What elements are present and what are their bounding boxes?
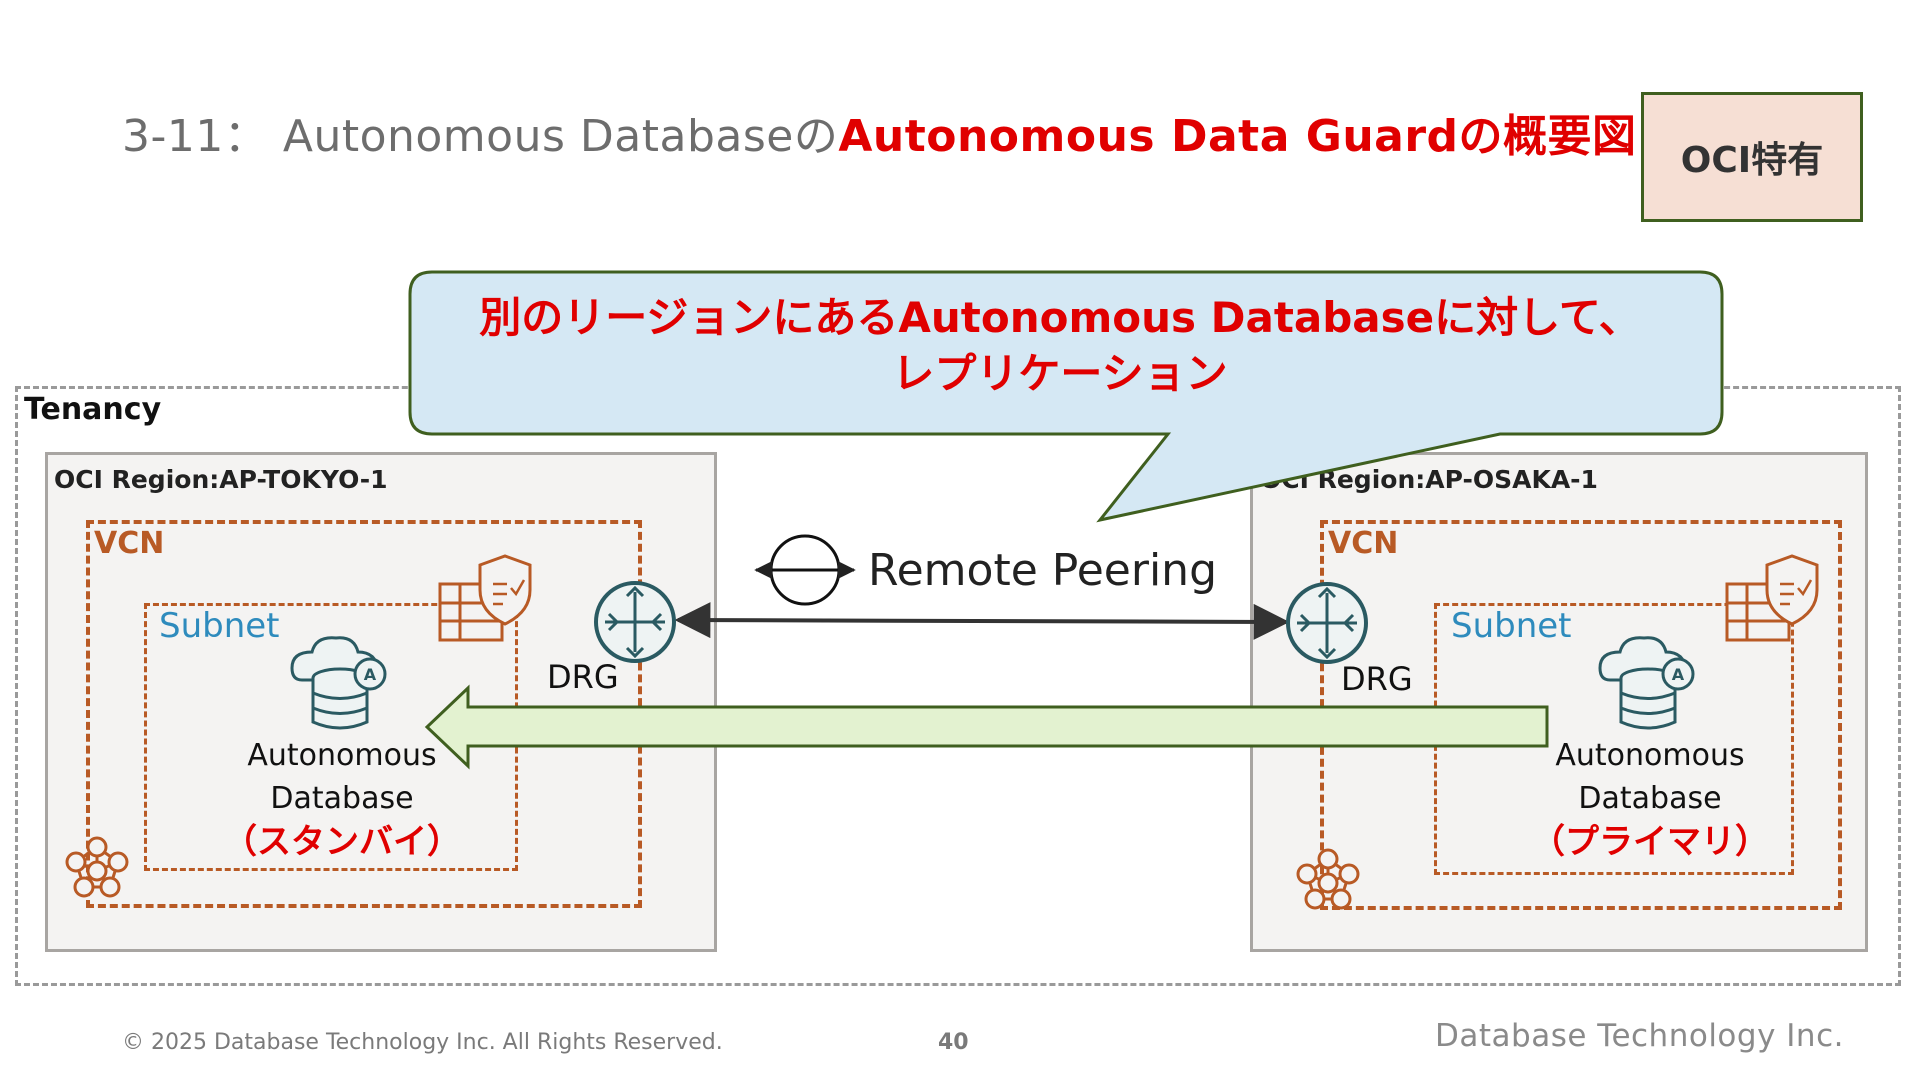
title-prefix: 3-11： Autonomous Databaseの: [122, 111, 839, 162]
callout-text: 別のリージョンにあるAutonomous Databaseに対して、 レプリケー…: [410, 290, 1710, 402]
db-tokyo-label: Autonomous Database: [222, 734, 462, 820]
tenancy-label: Tenancy: [24, 392, 162, 427]
callout-line1: 別のリージョンにあるAutonomous Databaseに対して、: [479, 293, 1641, 342]
slide-title: 3-11： Autonomous DatabaseのAutonomous Dat…: [122, 100, 1680, 164]
replication-arrow: [424, 684, 1549, 770]
router-icon: [594, 581, 676, 663]
security-list-icon: [438, 554, 532, 642]
vcn-osaka-label: VCN: [1328, 526, 1399, 561]
svg-text:A: A: [364, 665, 377, 684]
callout-line2: レプリケーション: [892, 349, 1228, 398]
page-number: 40: [938, 1030, 969, 1055]
db-osaka-line2: Database: [1578, 781, 1722, 816]
db-osaka-label: Autonomous Database: [1530, 734, 1770, 820]
footer-copyright: © 2025 Database Technology Inc. All Righ…: [122, 1030, 723, 1055]
autonomous-database-icon: A: [290, 636, 387, 730]
remote-peering-label: Remote Peering: [868, 545, 1217, 596]
security-list-icon: [1725, 554, 1819, 642]
callout-bubble: [408, 270, 1724, 523]
svg-text:A: A: [1672, 665, 1685, 684]
vcn-tokyo-label: VCN: [94, 526, 165, 561]
title-highlight: Autonomous Data Guardの概要図: [838, 111, 1637, 162]
region-tokyo-label: OCI Region:AP-TOKYO-1: [54, 465, 388, 494]
vcn-network-icon: [65, 836, 129, 898]
subnet-tokyo-label: Subnet: [159, 606, 280, 646]
db-tokyo-line2: Database: [270, 781, 414, 816]
drg-tokyo-label: DRG: [547, 658, 619, 696]
oci-specific-badge: OCI特有: [1641, 92, 1863, 222]
db-tokyo-role: （スタンバイ）: [223, 822, 461, 862]
db-tokyo-line1: Autonomous: [247, 738, 437, 773]
db-osaka-role: （プライマリ）: [1531, 822, 1769, 862]
vcn-network-icon: [1296, 848, 1360, 910]
drg-peering-line: [674, 602, 1290, 640]
router-icon: [1286, 582, 1368, 664]
company-logo: Database Technology Inc.: [1435, 1018, 1844, 1054]
db-osaka-line1: Autonomous: [1555, 738, 1745, 773]
autonomous-database-icon: A: [1598, 636, 1695, 730]
drg-osaka-label: DRG: [1341, 660, 1413, 698]
remote-peering-icon: [754, 534, 856, 606]
subnet-osaka-label: Subnet: [1451, 606, 1572, 646]
